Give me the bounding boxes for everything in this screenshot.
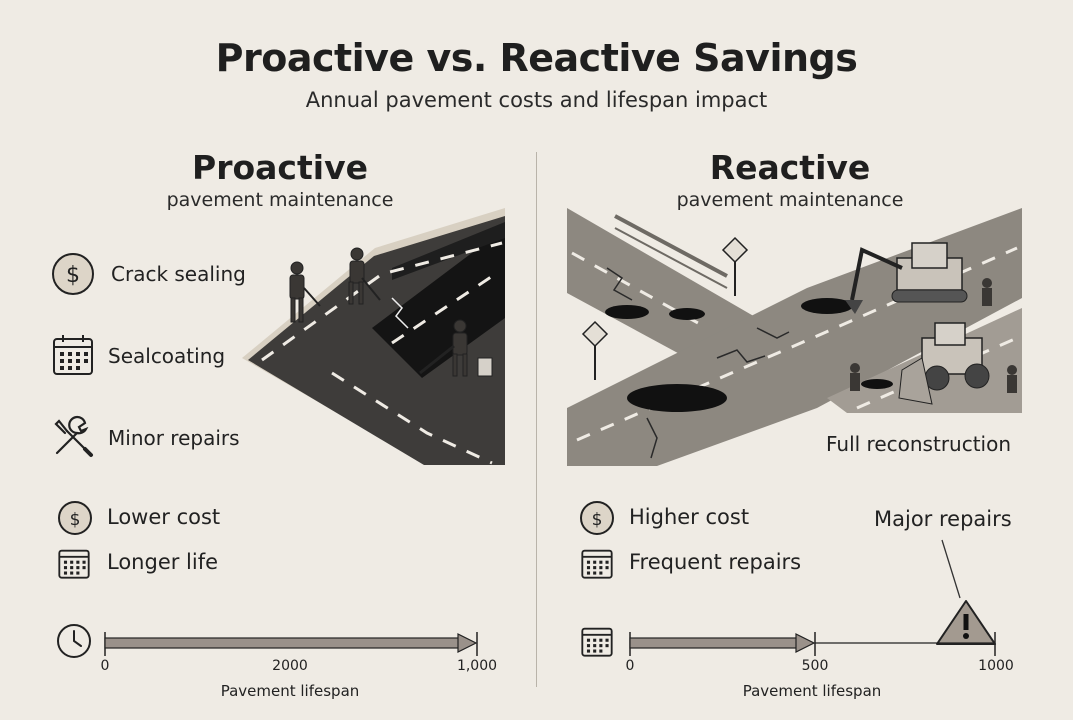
dollar-coin-icon: $ (579, 500, 615, 536)
proactive-tick-0: 0 (100, 658, 110, 674)
proactive-tick-2: 1,000 (456, 658, 498, 674)
wrench-screwdriver-icon (51, 415, 95, 459)
reactive-road-illustration (567, 208, 1022, 466)
svg-text:$: $ (70, 510, 81, 530)
proactive-subheading: pavement maintenance (166, 189, 394, 211)
reactive-tick-1: 500 (801, 658, 829, 674)
reactive-lifespan-bar (625, 628, 1005, 662)
treatment-crack-sealing: Crack sealing (111, 262, 246, 286)
reactive-tick-0: 0 (625, 658, 635, 674)
dollar-coin-icon: $ (50, 251, 96, 297)
illustration-caption-full-reconstruction: Full reconstruction (826, 432, 1012, 456)
center-divider (536, 152, 537, 687)
svg-text:$: $ (592, 510, 603, 530)
svg-text:$: $ (66, 263, 80, 288)
treatment-sealcoating: Sealcoating (108, 344, 226, 368)
proactive-axis-caption: Pavement lifespan (220, 682, 360, 700)
callout-major-repairs: Major repairs (874, 507, 1012, 531)
proactive-lifespan-bar (100, 628, 485, 662)
calendar-icon (580, 546, 614, 580)
outcome-lower-cost: Lower cost (107, 505, 221, 529)
proactive-road-illustration (242, 208, 505, 465)
page-title: Proactive vs. Reactive Savings (215, 36, 858, 80)
proactive-tick-1: 2000 (272, 658, 308, 674)
reactive-heading: Reactive (709, 148, 871, 187)
reactive-axis-caption: Pavement lifespan (742, 682, 882, 700)
reactive-subheading: pavement maintenance (676, 189, 904, 211)
clock-icon (55, 622, 93, 660)
dollar-coin-icon: $ (57, 500, 93, 536)
reactive-tick-2: 1000 (978, 658, 1014, 674)
proactive-heading: Proactive (192, 148, 368, 187)
callout-leader-line (930, 538, 1000, 652)
calendar-icon (57, 546, 91, 580)
warning-triangle-icon (934, 598, 998, 646)
calendar-icon (51, 333, 95, 377)
treatment-minor-repairs: Minor repairs (108, 426, 240, 450)
outcome-longer-life: Longer life (107, 550, 219, 574)
calendar-icon (580, 624, 614, 658)
page-subtitle: Annual pavement costs and lifespan impac… (305, 88, 768, 112)
outcome-frequent-repairs: Frequent repairs (629, 550, 802, 574)
outcome-higher-cost: Higher cost (629, 505, 750, 529)
